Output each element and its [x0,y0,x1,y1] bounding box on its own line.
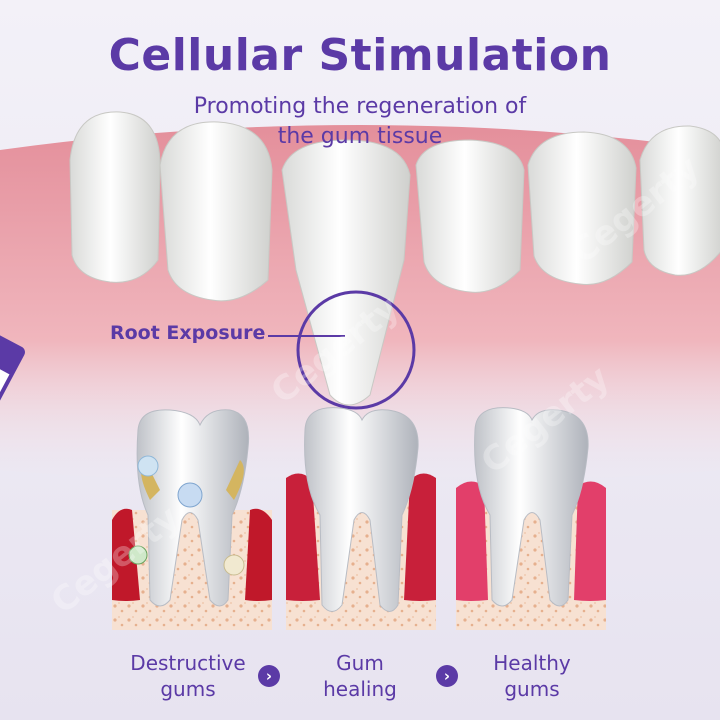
subheadline: Promoting the regeneration of the gum ti… [0,92,720,152]
subheadline-line: the gum tissue [277,124,443,149]
stage-label-healing: Gum healing [280,650,440,702]
stage-label-line: Healthy [493,651,571,675]
stage-label-line: gums [160,677,216,701]
stage-label-line: Destructive [130,651,246,675]
stage-label-destructive: Destructive gums [108,650,268,702]
stage-label-line: gums [504,677,560,701]
stage-label-line: healing [323,677,397,701]
chevron-right-icon: › [258,665,280,687]
stage-destructive-gums [112,409,272,630]
subheadline-line: Promoting the regeneration of [193,94,527,119]
teeth-row [69,111,720,406]
stage-label-line: Gum [336,651,384,675]
stage-gum-healing [286,407,436,630]
chevron-right-icon: › [436,665,458,687]
headline: Cellular Stimulation [108,30,612,81]
root-exposure-circle [296,290,416,410]
product-syringe: Cegerty Gum Repair [0,332,25,472]
stage-healthy-gums [456,407,606,630]
stage-label-healthy: Healthy gums [452,650,612,702]
root-exposure-label: Root Exposure [110,322,266,344]
